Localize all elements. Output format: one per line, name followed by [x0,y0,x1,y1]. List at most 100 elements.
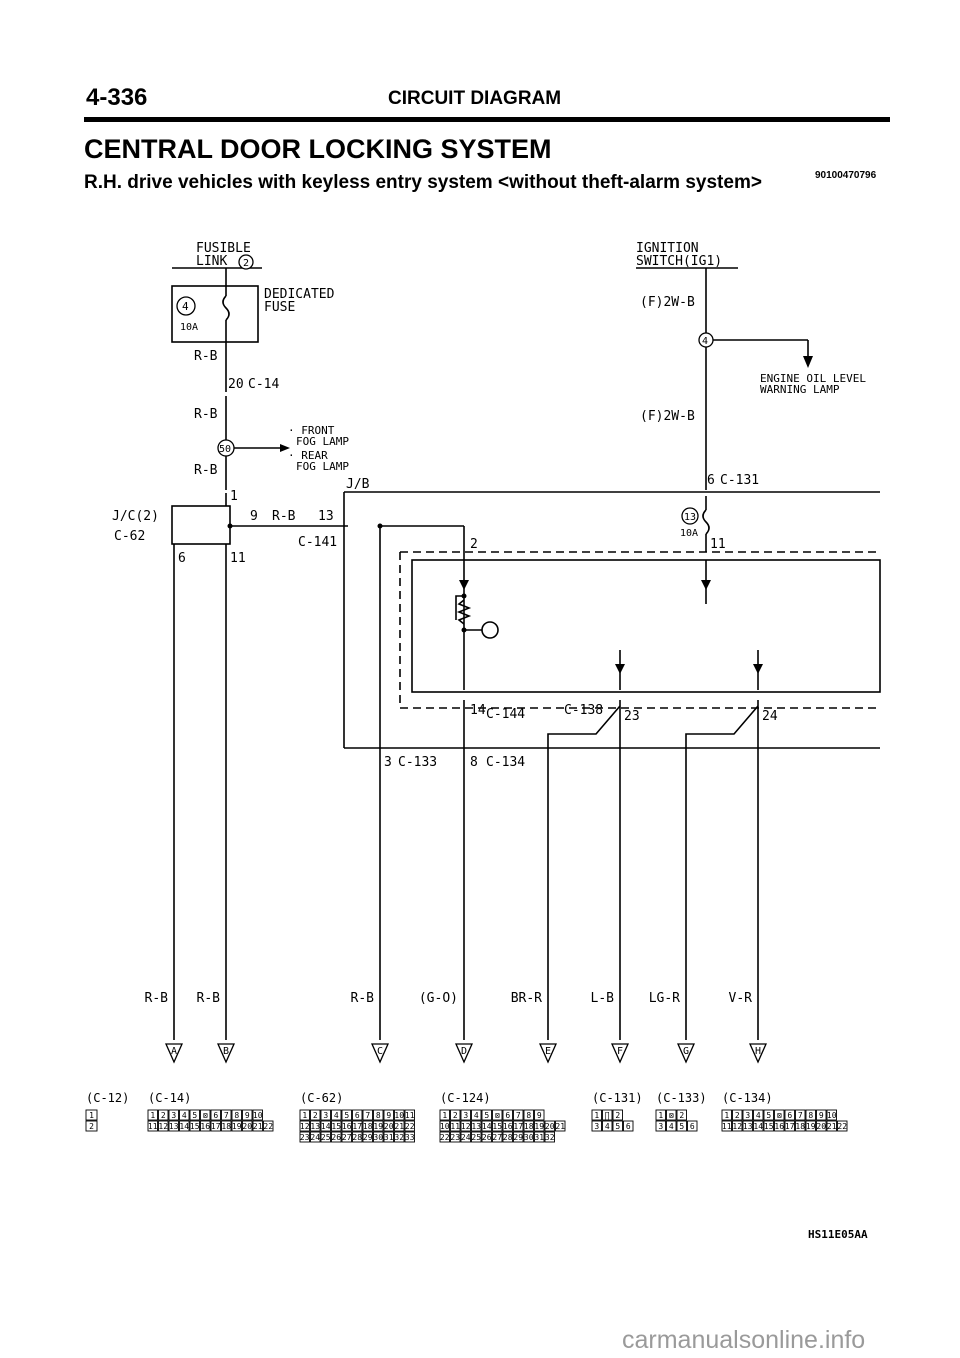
connector-pin: 7 [798,1111,803,1120]
connector-pin: 18 [524,1122,534,1131]
connector-pin: 2 [161,1111,166,1120]
connector-pin: 20 [384,1122,394,1131]
wire-f2wb-lower: (F)2W-B [640,409,695,424]
connector-pin: 24 [310,1133,320,1142]
connector-pin: 21 [394,1122,404,1131]
connector-pin: 27 [342,1133,352,1142]
pin-20: 20 [228,377,244,392]
connector-pin: 9 [537,1111,542,1120]
connector-pin: 3 [745,1111,750,1120]
connector-pin: 25 [471,1133,481,1142]
connector-pin: 24 [461,1133,471,1142]
pin-14: 14 [470,703,486,718]
system-title: CENTRAL DOOR LOCKING SYSTEM [84,134,552,164]
connector-pin: 1 [594,1111,599,1120]
connector-pin: 12 [732,1122,742,1131]
subtitle: R.H. drive vehicles with keyless entry s… [84,172,762,193]
connector-pin: 15 [190,1122,200,1131]
connector-pin: 11 [405,1111,415,1120]
terminal-label: C [377,1046,383,1057]
connector-c62-ref: C-62 [114,529,145,544]
connector-pin: 14 [321,1122,331,1131]
connector-pin: 1 [150,1111,155,1120]
wire-color-label: R-B [145,991,169,1006]
terminal-label: H [755,1046,761,1057]
connector-pin: 11 [722,1122,732,1131]
connector-pin: 30 [524,1133,534,1142]
wire-rb-1: R-B [194,349,218,364]
engine-oil-lamp-label-2: WARNING LAMP [760,383,840,396]
connector-pin: 11 [450,1122,460,1131]
pin-8: 8 [470,755,478,770]
wire-color-label: L-B [591,991,615,1006]
terminal-label: E [545,1046,551,1057]
connector-pin: ⊠ [669,1111,674,1120]
connector-pin: 2 [735,1111,740,1120]
wire-color-label: LG-R [649,991,680,1006]
pin-1: 1 [230,489,238,504]
connector-pin: 23 [300,1133,310,1142]
node-50: 50 [219,444,231,455]
pin-13: 13 [318,509,334,524]
connector-pin: 22 [440,1133,450,1142]
connector-pin: 2 [453,1111,458,1120]
connector-pin: 29 [363,1133,373,1142]
connector-pin: 10 [440,1122,450,1131]
engine-oil-lamp-label-1: ENGINE OIL LEVEL [760,372,866,385]
connector-pin: 1 [89,1111,94,1120]
connector-pin: 5 [344,1111,349,1120]
connector-pin: 27 [492,1133,502,1142]
watermark: carmanualsonline.info [622,1326,866,1354]
connector-pin: 5 [192,1111,197,1120]
header-rule [84,117,890,122]
connector-pin: 8 [376,1111,381,1120]
figure-code: HS11E05AA [808,1228,868,1241]
connector-pin: 6 [505,1111,510,1120]
connector-pin: 18 [795,1122,805,1131]
connector-pin: 32 [394,1133,404,1142]
connector-pin: 30 [373,1133,383,1142]
terminal-g: G [676,1043,696,1064]
connector-pin: 31 [384,1133,394,1142]
dedicated-fuse-label-2: FUSE [264,300,295,315]
connector-pin: 5 [615,1122,620,1131]
connector-pin: 1 [442,1111,447,1120]
fog-lamp-label-2: FOG LAMP [296,435,349,448]
connector-c131-ref: C-131 [720,473,759,488]
pin-9: 9 [250,509,258,524]
fusible-link-number: 2 [243,258,249,269]
connector-pin: 26 [482,1133,492,1142]
connector-pin: 15 [492,1122,502,1131]
connector-pin: 26 [331,1133,341,1142]
connector-pin: 18 [363,1122,373,1131]
connector-pin: 16 [774,1122,784,1131]
pin-23: 23 [624,709,640,724]
connector-pin: 5 [679,1122,684,1131]
connector-pin: 5 [484,1111,489,1120]
page-category: CIRCUIT DIAGRAM [388,88,562,109]
connector-pin: 19 [534,1122,544,1131]
connector-pin: 1 [302,1111,307,1120]
connector-pin: 7 [365,1111,370,1120]
wire-f2wb-upper: (F)2W-B [640,295,695,310]
connector-pin: 4 [474,1111,479,1120]
connector-pin: 17 [785,1122,795,1131]
connector-pin: 28 [503,1133,513,1142]
terminal-b: B [216,1043,236,1064]
connector-pin: ⊠ [203,1111,208,1120]
connector-pin: 9 [819,1111,824,1120]
connector-id: (C-14) [148,1091,191,1105]
connector-pin: 20 [242,1122,252,1131]
connector-pin: 25 [321,1133,331,1142]
connector-pin: 16 [503,1122,513,1131]
pin-2: 2 [470,537,478,552]
pin-11-right: 11 [710,537,726,552]
fuse-number-13: 13 [684,512,696,523]
connector-pin: 3 [594,1122,599,1131]
connector-pin: 19 [806,1122,816,1131]
connector-id: (C-62) [300,1091,343,1105]
connector-pin: 21 [253,1122,263,1131]
